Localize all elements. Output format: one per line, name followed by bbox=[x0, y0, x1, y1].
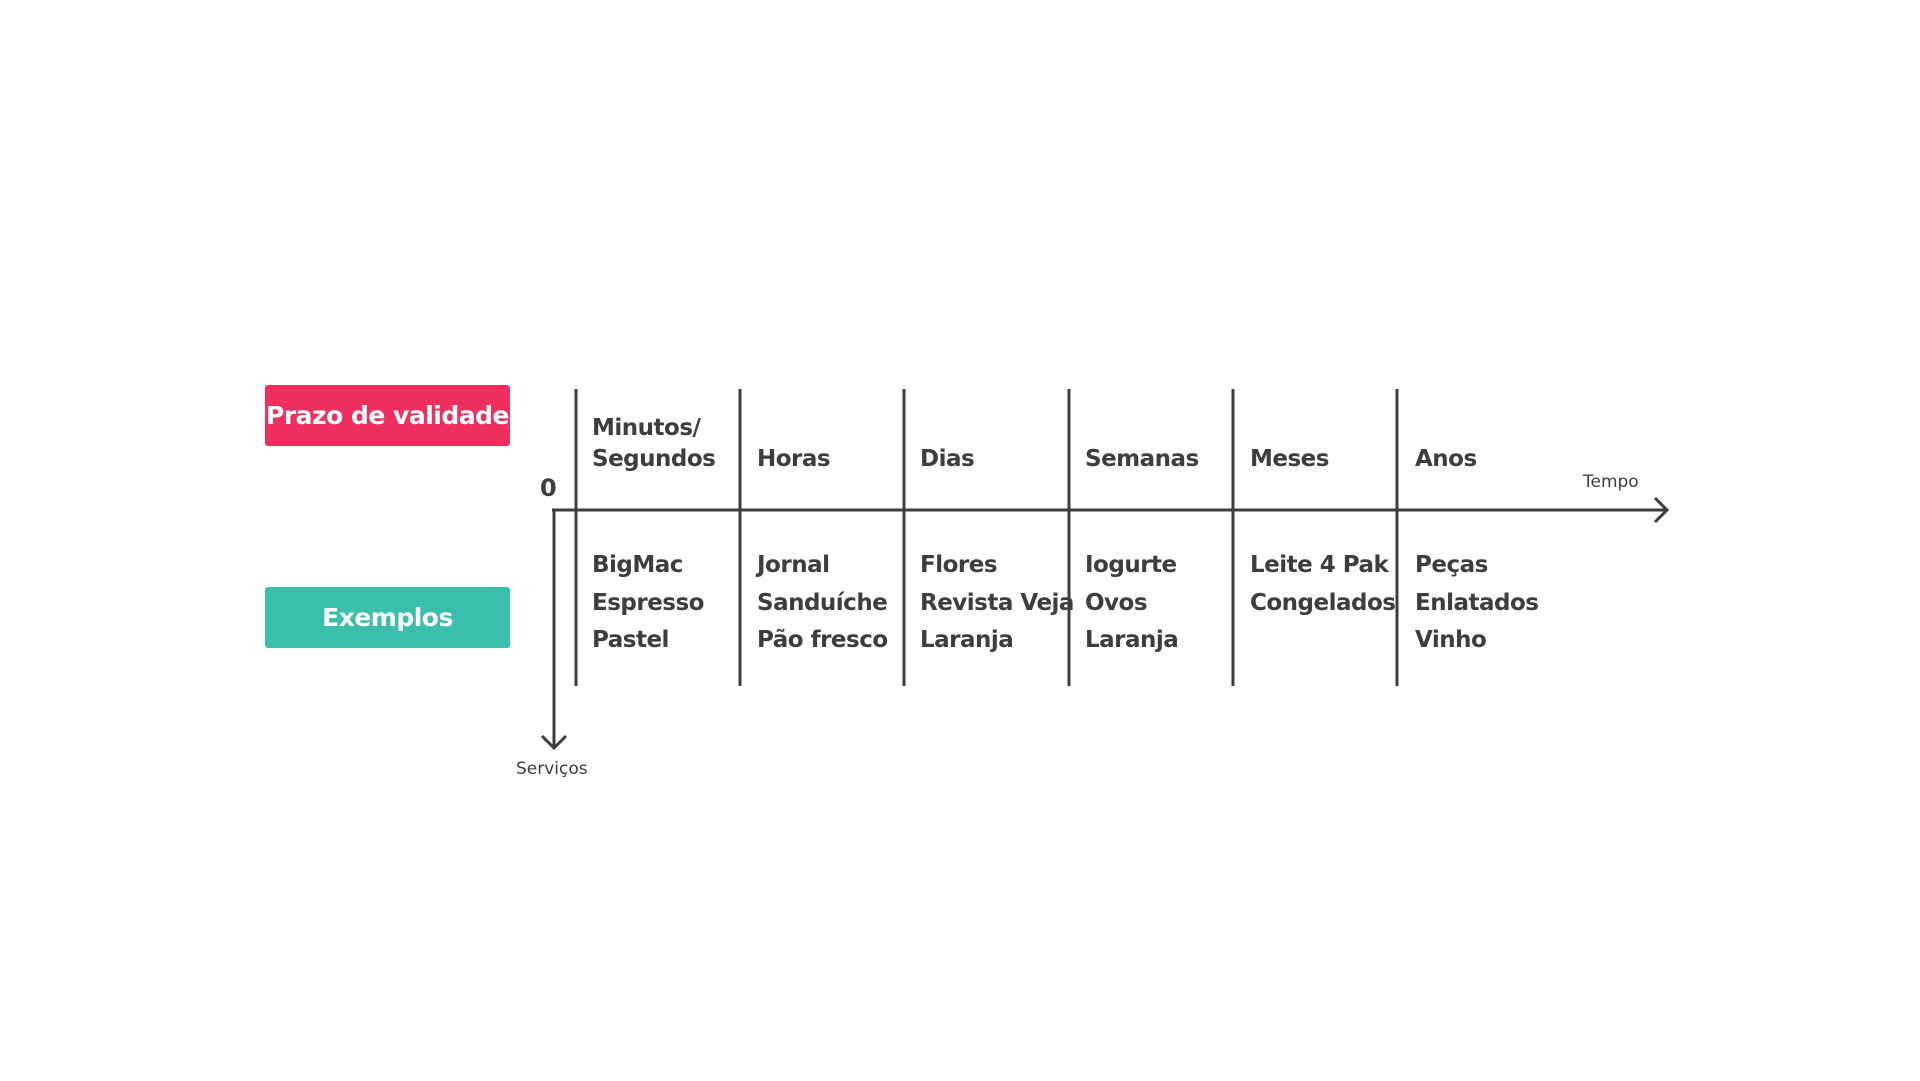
example-item: Enlatados bbox=[1415, 589, 1539, 616]
services-axis-arrowhead bbox=[540, 734, 568, 751]
column-header: Meses bbox=[1250, 446, 1329, 472]
example-item: Pastel bbox=[592, 627, 669, 653]
example-item: Jornal bbox=[757, 552, 830, 578]
examples-badge: Exemplos bbox=[265, 587, 510, 648]
example-item: Pão fresco bbox=[757, 627, 888, 653]
column-header: Horas bbox=[757, 446, 831, 472]
column-dividers bbox=[574, 389, 1399, 686]
example-item: Iogurte bbox=[1085, 552, 1177, 578]
example-item: Flores bbox=[920, 552, 998, 578]
column-header: Minutos/ Segundos bbox=[592, 415, 716, 472]
example-item: Sanduíche bbox=[757, 589, 888, 616]
shelf-life-badge: Prazo de validade bbox=[265, 385, 510, 446]
services-axis-label: Serviços bbox=[516, 759, 588, 779]
example-item: Leite 4 Pak bbox=[1250, 552, 1389, 578]
time-axis-label: Tempo bbox=[1583, 472, 1639, 492]
example-item: Ovos bbox=[1085, 589, 1148, 616]
example-item: Laranja bbox=[1085, 627, 1179, 653]
example-item: Laranja bbox=[920, 627, 1014, 653]
example-item: Congelados bbox=[1250, 589, 1396, 616]
column-header: Dias bbox=[920, 446, 975, 472]
time-axis-arrowhead bbox=[1653, 496, 1670, 524]
example-item: BigMac bbox=[592, 552, 683, 578]
column-header: Anos bbox=[1415, 446, 1477, 472]
example-item: Peças bbox=[1415, 552, 1488, 578]
column-header: Semanas bbox=[1085, 446, 1199, 472]
example-item: Vinho bbox=[1415, 627, 1487, 653]
example-item: Espresso bbox=[592, 589, 705, 616]
origin-label: 0 bbox=[540, 474, 557, 502]
example-item: Revista Veja bbox=[920, 589, 1074, 616]
